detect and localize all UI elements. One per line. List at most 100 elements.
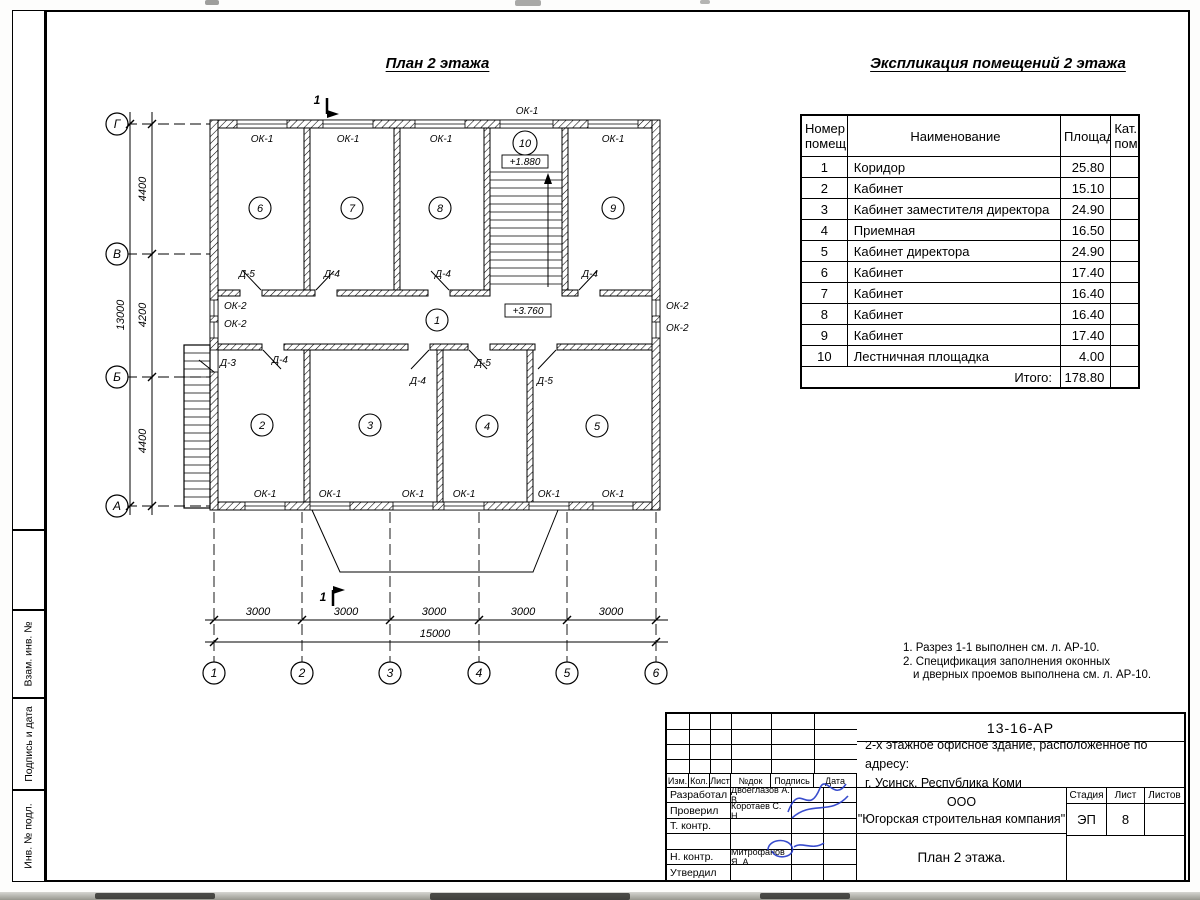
door-label: Д-4 — [581, 269, 598, 280]
axis-number: 4 — [476, 666, 483, 680]
room-num: 7 — [800, 282, 848, 304]
scan-artifact — [95, 893, 215, 899]
elevation-marks: +1.880 +3.760 — [501, 154, 552, 318]
window-label: ОК-1 — [516, 106, 539, 117]
total-value: 178.80 — [1060, 366, 1112, 389]
col-header-name: Наименование — [846, 114, 1062, 157]
axis-markers: Г В Б А 1 2 3 4 5 6 — [105, 112, 668, 685]
tb-col: Дата — [814, 774, 857, 788]
room-cat — [1110, 345, 1140, 367]
axis-letter: Б — [113, 370, 121, 384]
room-cat — [1110, 177, 1140, 199]
tb-col: Кол. — [689, 774, 710, 788]
scan-artifact — [515, 0, 541, 6]
room-num: 2 — [800, 177, 848, 199]
axis-number: 1 — [211, 666, 218, 680]
window-label: ОК-2 — [666, 301, 689, 312]
tb-name: Коротаев С. Н. — [731, 803, 792, 819]
window-label: ОК-2 — [224, 319, 247, 330]
room-name: Приемная — [846, 219, 1062, 241]
tb-name: Митрофанов Я. А. — [731, 850, 792, 865]
window-label: ОК-1 — [337, 134, 360, 145]
tb-bottom-right-cell — [1067, 836, 1184, 880]
room-number: 10 — [519, 138, 532, 150]
tb-name — [731, 834, 792, 850]
tb-date-cell — [824, 850, 857, 865]
dimension-lines — [125, 112, 668, 647]
room-number: 6 — [257, 203, 264, 215]
room-num: 9 — [800, 324, 848, 346]
tb-doc-number: 13-16-АР — [857, 714, 1184, 742]
room-cat — [1110, 198, 1140, 220]
room-name: Кабинет — [846, 282, 1062, 304]
room-number: 1 — [434, 315, 440, 327]
tb-name — [731, 819, 792, 834]
window-label: ОК-2 — [666, 323, 689, 334]
dim-3000: 3000 — [599, 606, 624, 618]
window-label: ОК-1 — [538, 489, 561, 500]
axis-number: 2 — [298, 666, 306, 680]
total-label: Итого: — [800, 366, 1062, 389]
tb-date-cell — [824, 803, 857, 819]
col-header-area: Площадь — [1060, 114, 1112, 157]
side-strip-empty-2 — [12, 530, 45, 610]
window-label: ОК-1 — [453, 489, 476, 500]
room-name: Кабинет заместителя директора — [846, 198, 1062, 220]
room-name: Кабинет — [846, 261, 1062, 283]
tb-signature-cell — [792, 788, 824, 803]
room-num: 6 — [800, 261, 848, 283]
room-area: 25.80 — [1060, 156, 1112, 178]
tb-col: №док — [731, 774, 771, 788]
plan-title: План 2 этажа — [385, 55, 490, 72]
col-header-cat: Кат. пом. — [1110, 114, 1140, 157]
col-header-num: Номер помещ. — [800, 114, 848, 157]
door-label: Д-4 — [409, 376, 426, 387]
room-number: 2 — [258, 420, 265, 432]
tb-name: Двоеглазов А. В. — [731, 788, 792, 803]
door-label: Д-5 — [474, 358, 491, 369]
room-number: 5 — [594, 421, 601, 433]
side-strip-podpis: Подпись и дата — [12, 698, 45, 790]
door-label: Д-4 — [434, 269, 451, 280]
room-cat — [1110, 282, 1140, 304]
dim-3000: 3000 — [334, 606, 359, 618]
windows — [209, 119, 661, 511]
tb-date-cell — [824, 819, 857, 834]
explication-title: Экспликация помещений 2 этажа — [870, 55, 1126, 72]
dim-3000: 3000 — [511, 606, 536, 618]
dim-3000: 3000 — [422, 606, 447, 618]
window-label: ОК-1 — [254, 489, 277, 500]
tb-stage-value: ЭП — [1067, 804, 1107, 836]
dim-4400: 4400 — [137, 428, 149, 453]
axis-number: 3 — [387, 666, 394, 680]
room-cat — [1110, 240, 1140, 262]
tb-name — [731, 865, 792, 880]
axis-letter: А — [112, 499, 121, 513]
tb-sheets-label: Листов — [1145, 788, 1184, 804]
room-area: 24.90 — [1060, 198, 1112, 220]
door-label: Д-4 — [323, 269, 340, 280]
tb-date-cell — [824, 834, 857, 850]
tb-role — [667, 834, 731, 850]
tb-signature-cell — [792, 819, 824, 834]
dimension-texts: 3000 3000 3000 3000 3000 15000 4400 4200… — [115, 176, 624, 640]
scan-artifact — [760, 893, 850, 899]
tb-stage-label: Стадия — [1067, 788, 1107, 804]
dim-13000: 13000 — [115, 299, 127, 330]
signature-nkontr — [767, 839, 825, 858]
axis-lines — [126, 123, 657, 662]
room-area: 16.40 — [1060, 303, 1112, 325]
explication-table: Номер помещ. Наименование Площадь Кат. п… — [800, 114, 1140, 389]
exterior-stair — [183, 344, 211, 509]
scan-artifact — [205, 0, 219, 5]
room-area: 4.00 — [1060, 345, 1112, 367]
room-name: Кабинет — [846, 324, 1062, 346]
room-markers: 1 2 3 4 5 6 7 8 9 10 — [248, 130, 625, 438]
dim-3000: 3000 — [246, 606, 271, 618]
